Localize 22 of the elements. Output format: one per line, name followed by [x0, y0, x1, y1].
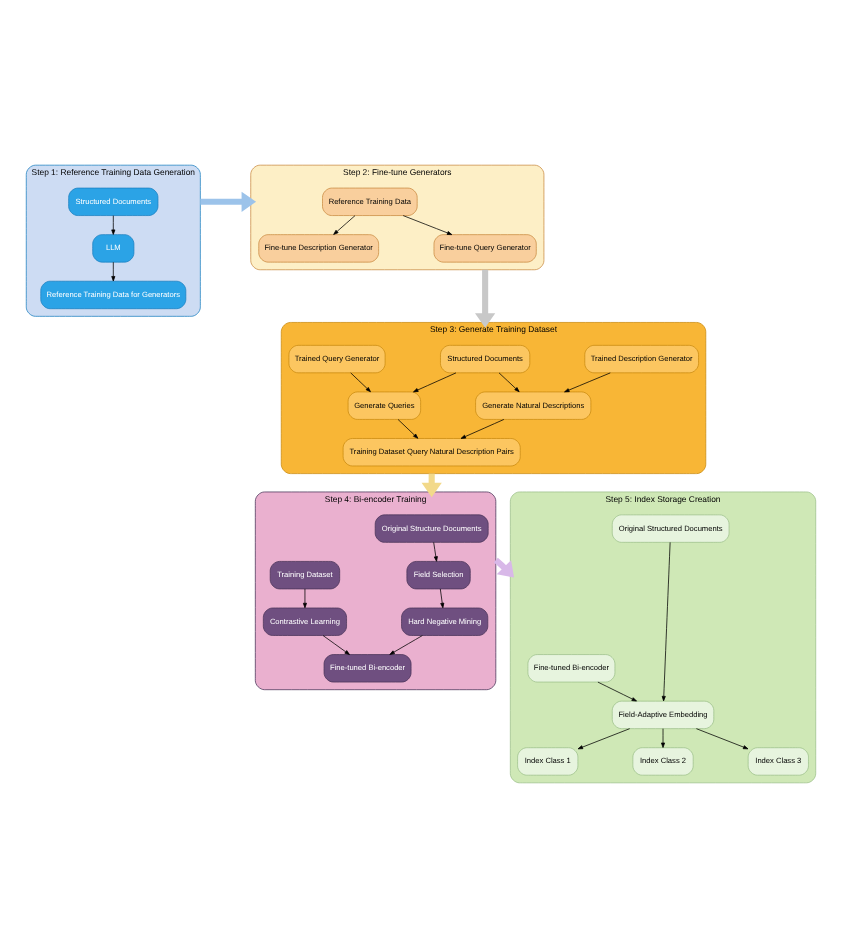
arrow	[696, 727, 749, 749]
arrow	[564, 371, 611, 392]
arrow	[475, 268, 496, 327]
arrow	[389, 634, 423, 654]
arrow	[333, 214, 356, 234]
arrow	[111, 214, 116, 234]
arrow	[413, 371, 457, 392]
arrow	[661, 540, 671, 701]
arrow	[322, 634, 350, 654]
arrow	[597, 680, 637, 701]
arrow	[350, 371, 371, 392]
arrow	[397, 418, 419, 438]
arrow	[661, 727, 665, 747]
arrow	[577, 727, 631, 749]
arrow	[439, 587, 445, 608]
arrow	[433, 541, 438, 561]
arrow	[402, 214, 453, 234]
arrow	[498, 371, 520, 392]
arrow	[111, 260, 116, 281]
arrow	[200, 190, 257, 211]
arrow	[460, 418, 505, 438]
arrow	[302, 587, 307, 608]
